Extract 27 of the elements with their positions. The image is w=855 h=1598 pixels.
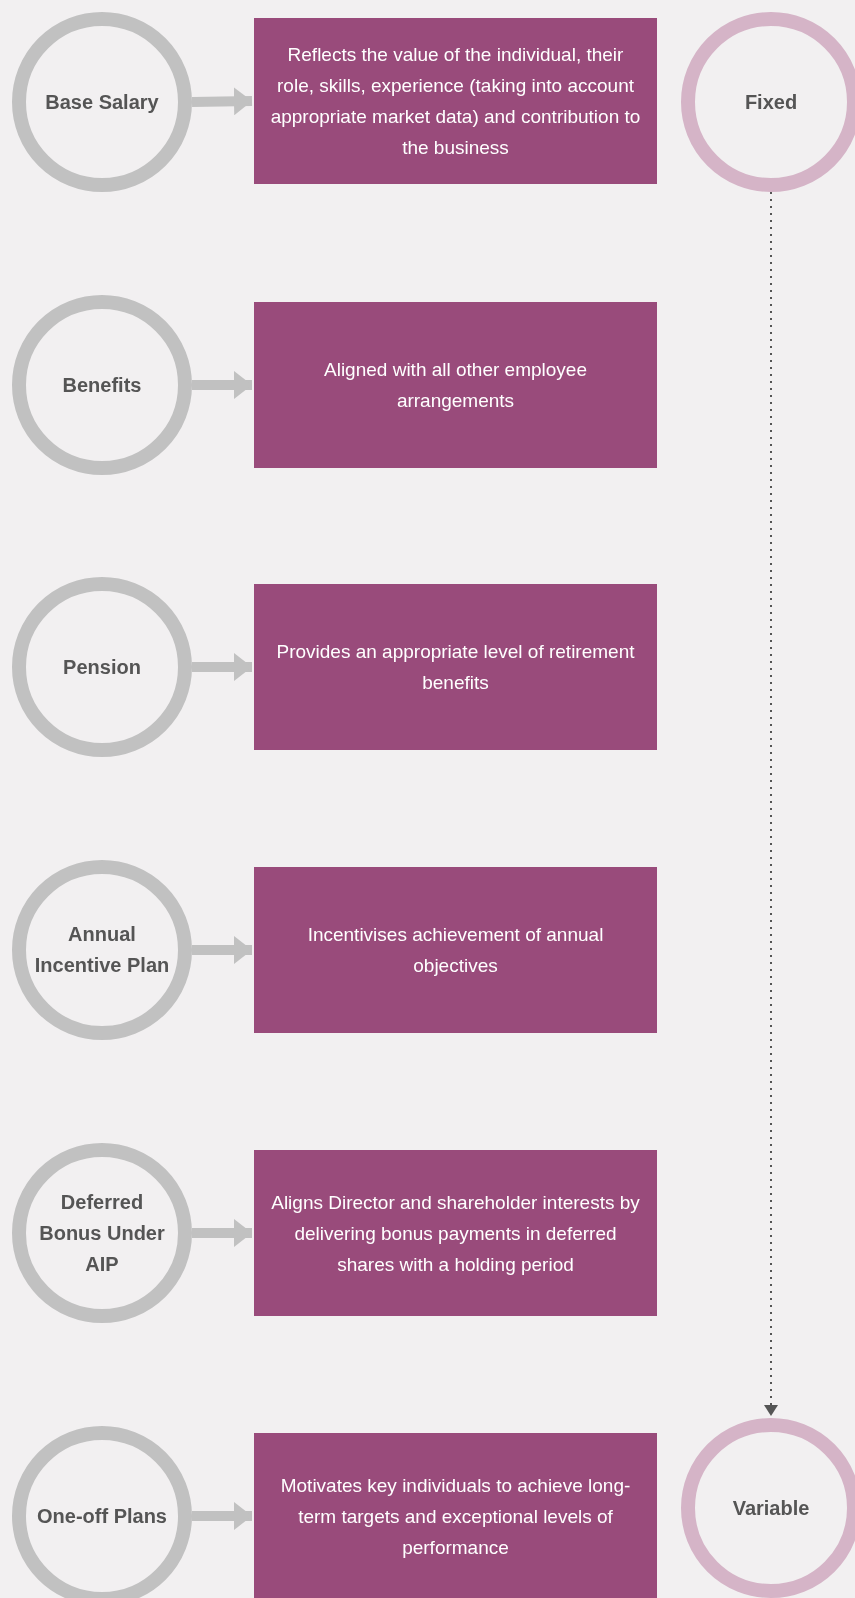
- arrow: [191, 87, 253, 116]
- component-label: Pension: [63, 654, 141, 680]
- component-label: Base Salary: [45, 89, 159, 115]
- description-text: Motivates key individuals to achieve long-term targets and exceptional levels of performance: [279, 1473, 632, 1560]
- description-text: Aligned with all other employee arrangements: [323, 358, 588, 413]
- arrow: [192, 653, 252, 681]
- description-text: Provides an appropriate level of retirement benefits: [275, 640, 636, 695]
- description-text: Reflects the value of the individual, their role, skills, experience (taking into account appropriate market data) and contribution to the business: [270, 43, 641, 160]
- arrow: [192, 371, 252, 399]
- component-label: Annual Incentive Plan: [34, 922, 170, 978]
- description-box: [254, 867, 657, 1033]
- description-box: [254, 302, 657, 468]
- component-label: Benefits: [62, 372, 142, 398]
- arrow: [192, 1502, 252, 1530]
- description-box: [254, 1433, 657, 1598]
- description-box: [254, 584, 657, 750]
- dotted-arrow: [764, 191, 778, 1417]
- category-label: Variable: [732, 1496, 810, 1521]
- arrow: [192, 1219, 252, 1247]
- description-box: [254, 1150, 657, 1316]
- description-text: Incentivises achievement of annual objectives: [306, 923, 605, 978]
- component-label: Deferred Bonus Under AIP: [38, 1189, 166, 1277]
- description-text: Aligns Director and shareholder interests by delivering bonus payments in deferred shares with a holding period: [270, 1190, 641, 1277]
- component-label: One-off Plans: [37, 1503, 167, 1529]
- category-label: Fixed: [744, 90, 798, 115]
- description-box: [254, 18, 657, 184]
- arrow: [192, 936, 252, 964]
